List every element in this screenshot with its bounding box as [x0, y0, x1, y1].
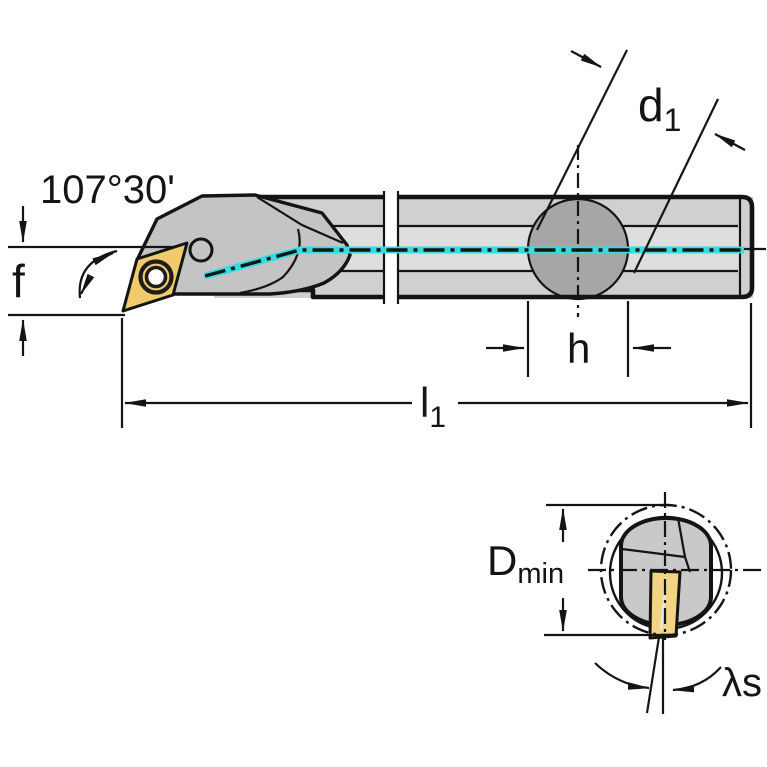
side-view: d1 f 107°30' l1 h — [8, 49, 766, 434]
d1-arrow-right — [714, 133, 746, 151]
h-label: h — [567, 325, 590, 372]
centerline-cyan — [204, 246, 744, 280]
insert-hole-outer-ring — [138, 259, 174, 295]
angle-arrow-top — [92, 252, 114, 266]
head-facet-line — [256, 196, 344, 245]
lambda-ref-tilted — [645, 636, 661, 714]
insert-front-view — [648, 569, 682, 640]
angle-label: 107°30' — [40, 168, 175, 212]
clamp-screw-hole — [188, 237, 214, 263]
l1-label: l1 — [420, 379, 446, 434]
d1-label: d1 — [638, 79, 681, 138]
angle-arrow-bottom — [80, 273, 95, 295]
insert-hole-inner — [144, 265, 168, 289]
lambda-s-label: λs — [722, 661, 762, 705]
d1-extension-line-right — [633, 98, 719, 274]
dmin-label: Dmin — [487, 537, 564, 590]
d1-extension-line-left — [536, 49, 628, 231]
f-label: f — [12, 255, 25, 307]
pocket-line-horizontal — [621, 547, 686, 559]
cross-section-view: λs Dmin — [487, 492, 762, 714]
pocket-line-vertical — [676, 517, 687, 558]
lambda-arrow-right — [672, 666, 722, 693]
head-chip-groove-line — [239, 228, 301, 295]
lambda-arrow-left — [594, 662, 650, 690]
angle-arc — [78, 249, 118, 299]
bar-outline — [215, 194, 755, 300]
d1-arrow-left — [570, 50, 602, 68]
